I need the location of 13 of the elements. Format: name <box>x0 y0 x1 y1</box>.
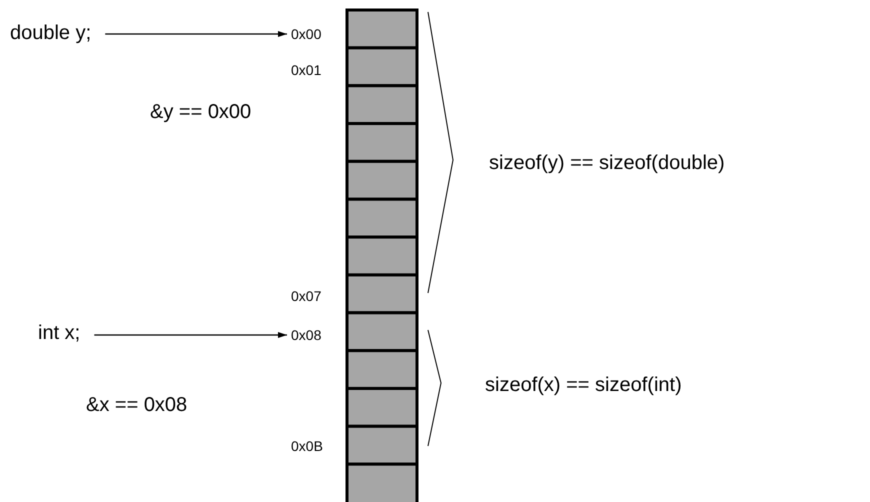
code-text: int x; <box>38 323 80 343</box>
address-label: 0x01 <box>291 63 322 77</box>
arrow <box>94 332 287 338</box>
arrow <box>105 31 287 37</box>
code-text: double y; <box>10 23 92 43</box>
address-label: 0x07 <box>291 289 322 303</box>
expression-text: &x == 0x08 <box>86 395 188 415</box>
expression-text: sizeof(x) == sizeof(int) <box>485 375 682 395</box>
expression-text: sizeof(y) == sizeof(double) <box>489 153 725 173</box>
expression-text: &y == 0x00 <box>150 102 252 122</box>
address-label: 0x0B <box>291 439 323 453</box>
address-label: 0x00 <box>291 27 322 41</box>
address-label: 0x08 <box>291 328 322 342</box>
